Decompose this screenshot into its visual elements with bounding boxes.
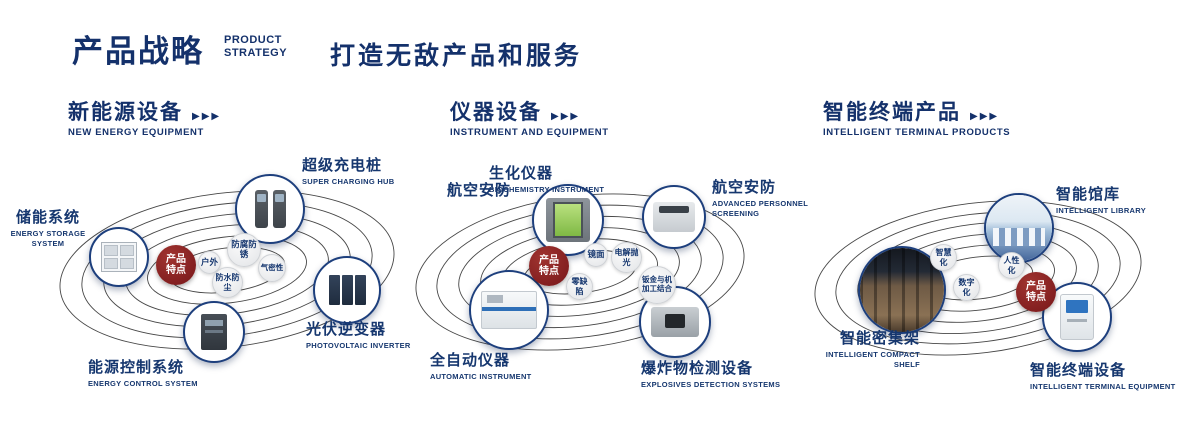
product-name-en: INTELLIGENT LIBRARY — [1056, 206, 1147, 215]
intelligent-library-image — [986, 195, 1052, 261]
feature-bubble: 防水防尘 — [212, 267, 243, 298]
feature-bubble: 人性化 — [998, 252, 1025, 279]
terminal-equipment-image — [1060, 294, 1094, 340]
section-title-new-energy: 新能源设备 ▶▶▶ — [68, 96, 221, 126]
section-title-text: 新能源设备 — [68, 101, 183, 124]
product-circle-super-charging-hub — [235, 174, 305, 244]
feature-bubble: 户外 — [198, 251, 221, 274]
product-label-terminal-equipment: 智能终端设备 INTELLIGENT TERMINAL EQUIPMENT — [1030, 359, 1190, 392]
feature-bubble: 气密性 — [258, 254, 286, 282]
feature-bubble: 数字化 — [953, 274, 980, 301]
page-title: 产品战略 — [72, 34, 204, 69]
product-name: 全自动仪器 — [430, 352, 511, 369]
section-subtitle: INSTRUMENT AND EQUIPMENT — [450, 127, 609, 138]
product-circle-energy-storage — [89, 227, 149, 287]
product-circle-terminal-equipment — [1042, 282, 1112, 352]
features-badge: 产品特点 — [156, 245, 196, 285]
product-name-en: AUTOMATIC INSTRUMENT — [430, 372, 532, 381]
product-name: 超级充电桩 — [302, 157, 383, 174]
explosives-detection-image — [651, 307, 699, 337]
page-title-en-line1: PRODUCT — [224, 34, 282, 46]
product-name-en: ENERGY CONTROL SYSTEM — [88, 379, 198, 388]
page-title-en: PRODUCT STRATEGY — [224, 34, 287, 60]
personnel-screening-image — [653, 202, 695, 232]
product-name: 智能终端设备 — [1030, 362, 1127, 379]
product-name: 爆炸物检测设备 — [641, 360, 754, 377]
label-aviation-security-side: 航空安防 — [447, 179, 511, 200]
section-title-instrument: 仪器设备 ▶▶▶ — [450, 96, 580, 126]
product-label-super-charging-hub: 超级充电桩 SUPER CHARGING HUB — [302, 154, 442, 187]
product-label-explosives-detection: 爆炸物检测设备 EXPLOSIVES DETECTION SYSTEMS — [641, 357, 806, 390]
section-subtitle: INTELLIGENT TERMINAL PRODUCTS — [823, 127, 1011, 138]
triple-arrow-icon: ▶▶▶ — [192, 111, 222, 122]
automatic-instrument-image — [481, 291, 537, 329]
product-circle-pv-inverter — [313, 256, 381, 324]
product-label-energy-storage: 储能系统 ENERGY STORAGE SYSTEM — [6, 206, 90, 249]
charging-hub-image — [254, 190, 286, 228]
product-label-automatic-instrument: 全自动仪器 AUTOMATIC INSTRUMENT — [430, 349, 560, 382]
product-name: 能源控制系统 — [88, 359, 185, 376]
feature-bubble: 钣金与机加工结合 — [638, 266, 676, 304]
product-name-en: BIOCHEMISTRY INSTRUMENT — [489, 185, 605, 194]
section-title-text: 仪器设备 — [450, 101, 542, 124]
product-label-energy-control: 能源控制系统 ENERGY CONTROL SYSTEM — [88, 356, 228, 389]
product-name: 航空安防 — [712, 179, 777, 196]
product-name-en: PHOTOVOLTAIC INVERTER — [306, 341, 411, 350]
product-label-pv-inverter: 光伏逆变器 PHOTOVOLTAIC INVERTER — [306, 318, 436, 351]
product-name-en: SUPER CHARGING HUB — [302, 177, 395, 186]
energy-storage-image — [101, 242, 137, 272]
biochemistry-instrument-image — [546, 198, 590, 242]
product-circle-intelligent-library — [984, 193, 1054, 263]
product-name: 生化仪器 — [489, 165, 554, 182]
features-badge-label: 产品特点 — [1026, 281, 1046, 303]
triple-arrow-icon: ▶▶▶ — [551, 111, 581, 122]
triple-arrow-icon: ▶▶▶ — [970, 111, 1000, 122]
section-subtitle: NEW ENERGY EQUIPMENT — [68, 127, 204, 138]
slogan: 打造无敌产品和服务 — [330, 42, 583, 70]
feature-bubble: 镜面 — [584, 243, 608, 267]
features-badge-label: 产品特点 — [539, 255, 559, 277]
page-title-en-line2: STRATEGY — [224, 47, 288, 59]
pv-inverter-image — [328, 275, 366, 305]
feature-bubble: 智慧化 — [930, 244, 957, 271]
product-circle-automatic-instrument — [469, 270, 549, 350]
feature-bubble: 零缺陷 — [566, 273, 593, 300]
product-name: 储能系统 — [15, 209, 80, 226]
product-circle-energy-control — [183, 301, 245, 363]
product-label-intelligent-library: 智能馆库 INTELLIGENT LIBRARY — [1056, 183, 1176, 216]
features-badge: 产品特点 — [529, 246, 569, 286]
feature-bubble: 防腐防锈 — [227, 233, 261, 267]
side-label-text: 航空安防 — [447, 182, 512, 199]
features-badge-label: 产品特点 — [166, 254, 186, 276]
product-name: 光伏逆变器 — [306, 321, 387, 338]
product-name-en: INTELLIGENT TERMINAL EQUIPMENT — [1030, 382, 1176, 391]
product-name: 智能密集架 — [839, 330, 920, 347]
product-name-en: ADVANCED PERSONNEL SCREENING — [712, 199, 808, 219]
section-title-text: 智能终端产品 — [823, 101, 961, 124]
product-label-compact-shelf: 智能密集架 INTELLIGENT COMPACT SHELF — [824, 327, 920, 370]
product-name-en: EXPLOSIVES DETECTION SYSTEMS — [641, 380, 781, 389]
product-circle-personnel-screening — [642, 185, 706, 249]
feature-bubble: 电解抛光 — [611, 242, 642, 273]
product-name-en: ENERGY STORAGE SYSTEM — [10, 229, 86, 249]
features-badge: 产品特点 — [1016, 272, 1056, 312]
section-title-intelligent: 智能终端产品 ▶▶▶ — [823, 96, 999, 126]
product-name: 智能馆库 — [1056, 186, 1121, 203]
energy-control-image — [201, 314, 227, 350]
product-name-en: INTELLIGENT COMPACT SHELF — [825, 350, 920, 370]
product-label-personnel-screening: 航空安防 ADVANCED PERSONNEL SCREENING — [712, 176, 822, 219]
product-label-biochemistry: 生化仪器 BIOCHEMISTRY INSTRUMENT — [489, 162, 607, 195]
